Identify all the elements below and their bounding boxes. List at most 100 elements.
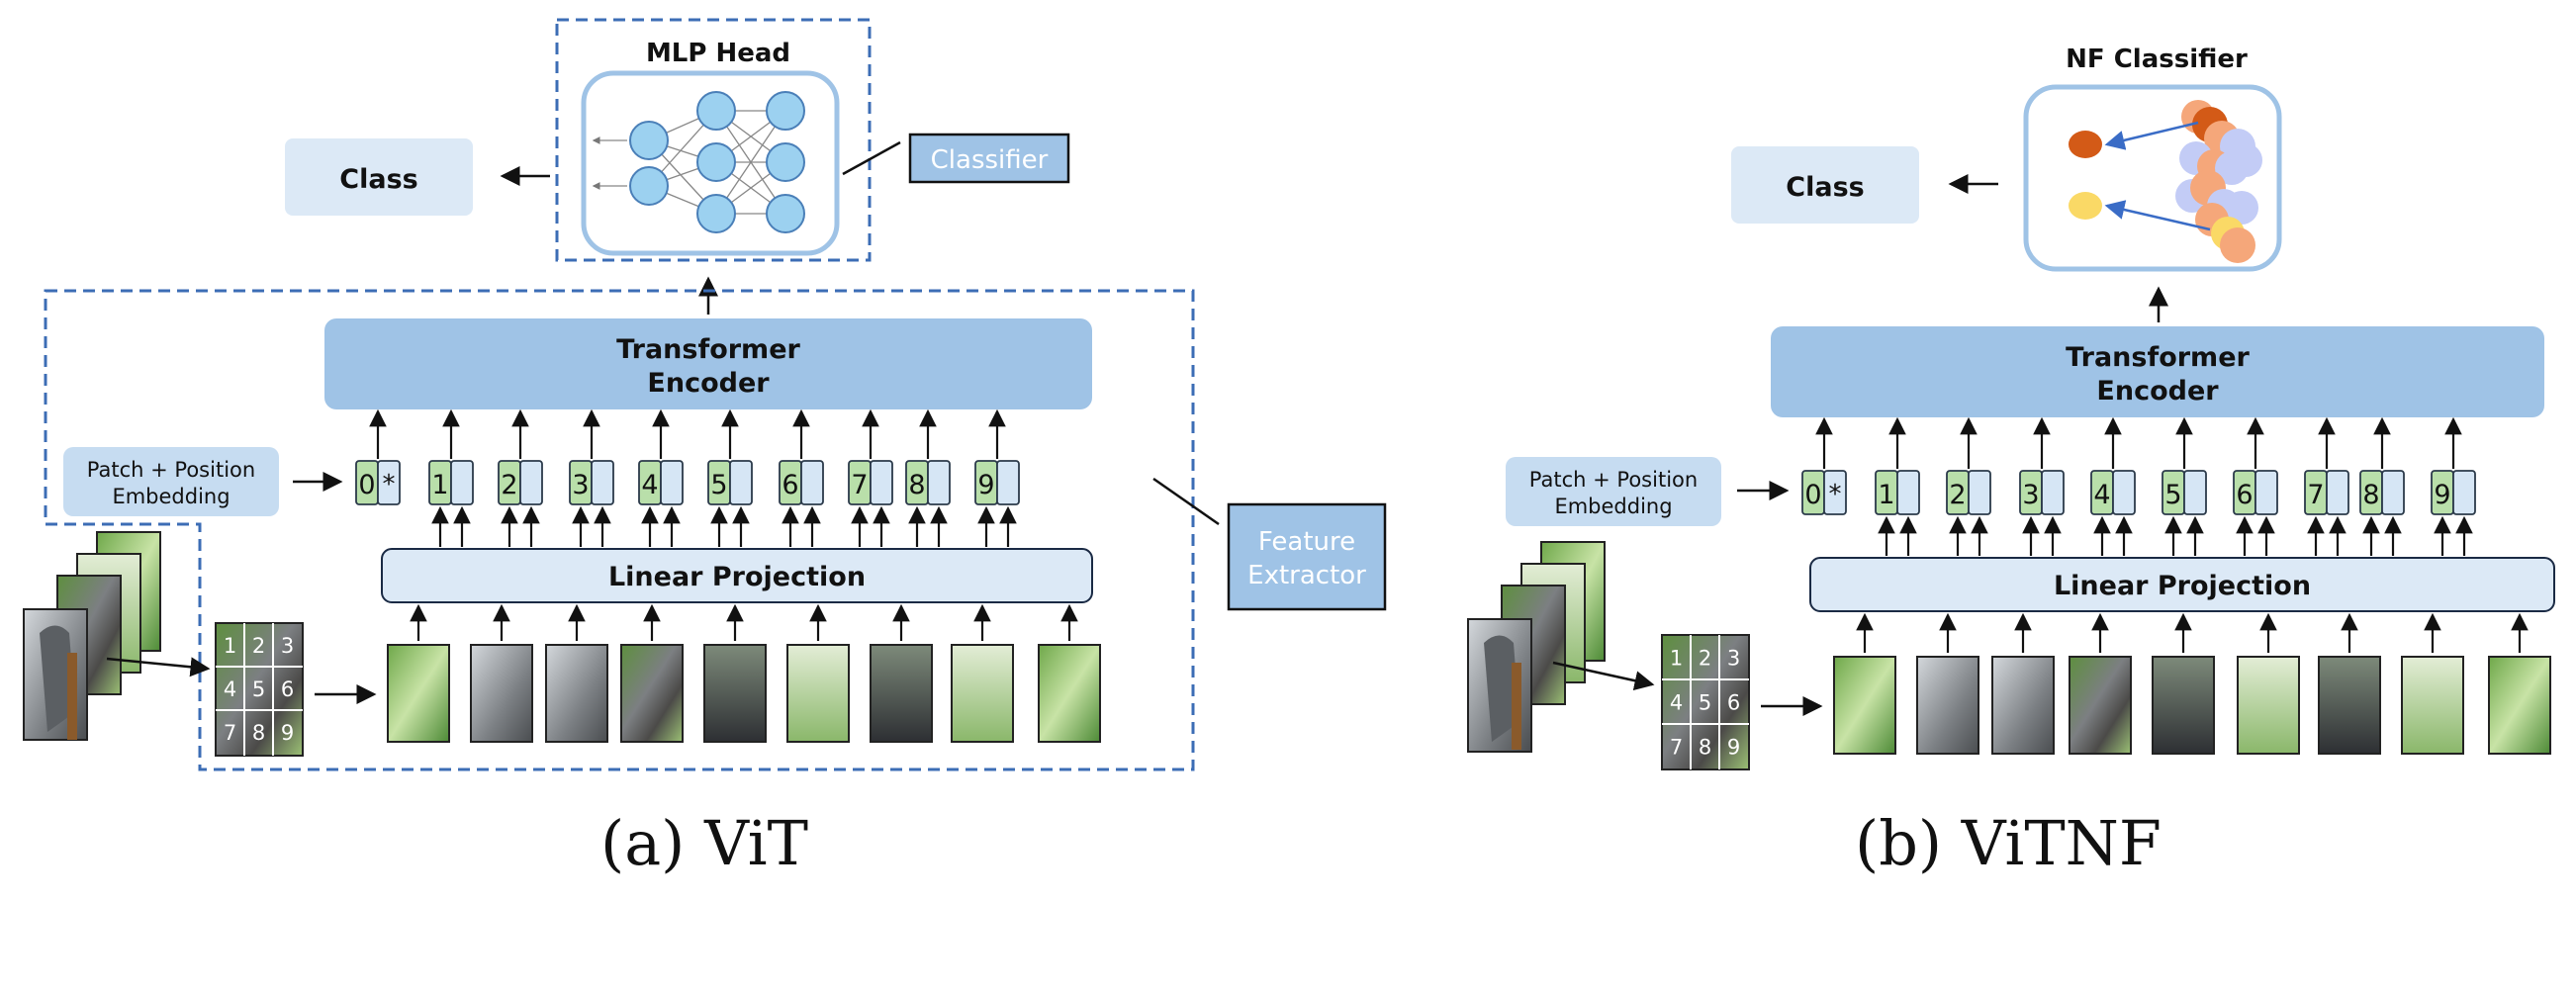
- vit-token-number: 9: [977, 470, 994, 500]
- vit-patch-4: [620, 603, 684, 743]
- vitnf-grid-number: 7: [1670, 736, 1683, 760]
- vitnf-token-number: 5: [2164, 480, 2181, 510]
- nf-cluster-icon: [2069, 100, 2262, 263]
- mlp-neurons: [629, 91, 805, 233]
- vit-transformer-encoder: [324, 318, 1092, 409]
- vit-patch-7: [870, 603, 933, 743]
- vitnf-token-7: 7: [2304, 416, 2349, 556]
- vitnf-patch-3: [1991, 612, 2055, 755]
- vit-token-number: 5: [710, 470, 727, 500]
- vitnf-transformer-encoder: [1771, 326, 2544, 417]
- vit-patch-8: [951, 603, 1014, 743]
- vit-token-number: 0: [358, 470, 375, 500]
- vit-grid-number: 4: [224, 677, 236, 701]
- vitnf-caption: (b) ViTNF: [1855, 807, 2162, 879]
- class-output-label: Class: [339, 164, 417, 195]
- vitnf-token-number: 9: [2434, 480, 2450, 510]
- vitnf-transformer-label-2: Encoder: [2096, 376, 2219, 406]
- vit-token-number: 4: [641, 470, 658, 500]
- nf-classifier-label: NF Classifier: [2066, 45, 2248, 74]
- mlp-head-label: MLP Head: [646, 39, 790, 68]
- vit-patch-embedding-box: [63, 447, 279, 516]
- vit-caption: (a) ViT: [600, 807, 808, 879]
- vit-token-number: 8: [908, 470, 925, 500]
- vit-grid-number: 7: [224, 721, 236, 745]
- vit-token-3: 3: [569, 408, 614, 547]
- vitnf-token-1: 1: [1875, 416, 1920, 556]
- vit-token-4: 4: [638, 408, 684, 547]
- vitnf-grid-number: 3: [1727, 647, 1740, 671]
- vit-patch-2: [470, 603, 533, 743]
- feature-extractor-label-1: Feature: [1258, 527, 1355, 557]
- classifier-tag-label: Classifier: [931, 145, 1049, 175]
- vitnf-token-number: 1: [1878, 480, 1894, 510]
- vit-class-token-mark: *: [383, 470, 396, 499]
- vitnf-token-2: 2: [1946, 416, 1991, 556]
- vit-token-6: 6: [779, 408, 824, 547]
- vitnf-transformer-label-1: Transformer: [2066, 342, 2250, 373]
- vitnf-grid-number: 2: [1699, 647, 1711, 671]
- vitnf-linear-projection-label: Linear Projection: [2054, 571, 2311, 601]
- vit-token-2: 2: [498, 408, 543, 547]
- vitnf-patch-4: [2069, 612, 2132, 755]
- vitnf-token-number: 3: [2022, 480, 2039, 510]
- vit-patch-6: [786, 603, 850, 743]
- vitnf-token-number: 7: [2307, 480, 2324, 510]
- vit-token-number: 2: [501, 470, 517, 500]
- vitnf-patch-9: [2488, 612, 2551, 755]
- vitnf-grid-number: 4: [1670, 691, 1683, 715]
- vitnf-class-token-mark: *: [1829, 480, 1842, 509]
- vit-token-number: 7: [851, 470, 868, 500]
- vit-token-8: 8: [905, 408, 951, 547]
- vit-token-number: 3: [572, 470, 589, 500]
- vit-transformer-label-2: Encoder: [647, 368, 770, 399]
- vit-token-0: 0*: [355, 408, 401, 505]
- vitnf-patch-embedding-label-1: Patch + Position: [1529, 468, 1698, 492]
- class-output-box: [285, 138, 473, 216]
- vit-patch-embedding-label-1: Patch + Position: [87, 458, 255, 482]
- vitnf-linear-projection: [1809, 557, 2555, 612]
- vit-linear-projection-label: Linear Projection: [608, 562, 866, 592]
- vit-grid-number: 8: [252, 721, 265, 745]
- vit-token-1: 1: [428, 408, 474, 547]
- vitnf-token-9: 9: [2431, 416, 2476, 556]
- vitnf-token-0: 0*: [1801, 416, 1847, 515]
- vit-patch-row: [387, 603, 1101, 743]
- vitnf-grid-number: 5: [1699, 691, 1711, 715]
- vitnf-token-3: 3: [2019, 416, 2065, 556]
- feature-extractor-tag: [1227, 502, 1387, 611]
- classifier-tag: [908, 133, 1070, 184]
- feature-extractor-dashed-frame: [44, 289, 1195, 771]
- vit-patch-3: [545, 603, 608, 743]
- vitnf-grid-number: 8: [1699, 736, 1711, 760]
- vitnf-patch-embedding-box: [1506, 457, 1721, 526]
- vit-transformer-label-1: Transformer: [616, 334, 800, 365]
- vitnf-class-output-box: [1731, 146, 1919, 224]
- vitnf-patch-7: [2318, 612, 2381, 755]
- vitnf-token-number: 8: [2362, 480, 2379, 510]
- vit-input-image-stack: [23, 531, 161, 741]
- vit-patch-9: [1038, 603, 1101, 743]
- vit-token-5: 5: [707, 408, 753, 547]
- vitnf-class-output-label: Class: [1786, 172, 1864, 203]
- vitnf-input-image-stack: [1467, 541, 1606, 753]
- vit-panel: MLP Head Classifier Class: [23, 18, 1387, 879]
- vitnf-panel: NF Classifier Class T: [1467, 45, 2555, 879]
- vit-patch-1: [387, 603, 450, 743]
- vitnf-token-number: 6: [2236, 480, 2253, 510]
- vitnf-patch-embedding-label-2: Embedding: [1554, 495, 1672, 518]
- vitnf-token-5: 5: [2162, 416, 2207, 556]
- vit-grid-number: 5: [252, 677, 265, 701]
- vitnf-patch-1: [1833, 612, 1896, 755]
- vit-token-number: 6: [782, 470, 798, 500]
- vit-grid-number: 1: [224, 634, 236, 658]
- vitnf-patch-8: [2401, 612, 2464, 755]
- vitnf-token-6: 6: [2233, 416, 2278, 556]
- vitnf-grid-number: 6: [1727, 691, 1740, 715]
- vit-grid-number: 6: [281, 677, 294, 701]
